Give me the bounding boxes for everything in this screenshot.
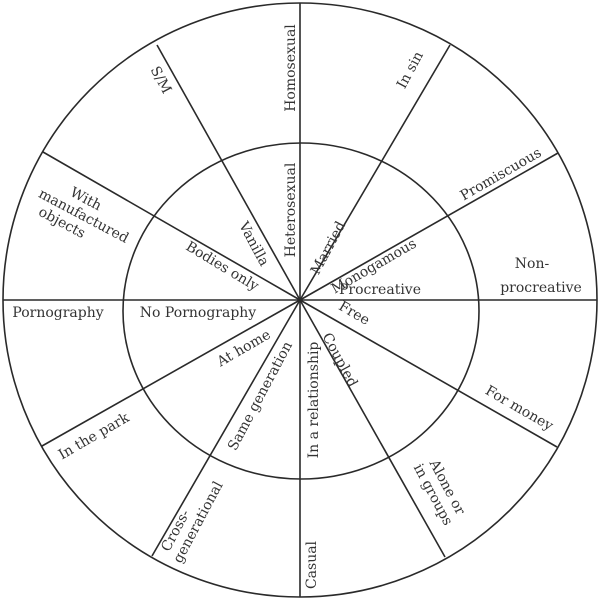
spoke [41,299,301,447]
label-alone-or-in-groups: Alone or in groups [410,456,468,528]
spoke [299,44,451,301]
label-promiscuous: Promiscuous [458,145,545,204]
inner-circle [122,142,480,480]
label-married: Married [308,219,349,278]
label-heterosexual: Heterosexual [283,162,299,257]
label-coupled: Coupled [319,330,361,390]
label-in-sin: In sin [394,49,427,92]
label-casual: Casual [304,540,320,589]
label-procreative: Procreative [339,282,421,298]
spoke [299,299,446,558]
spoke [42,151,301,301]
label-in-a-relationship: In a relationship [306,342,322,459]
label-homosexual: Homosexual [283,24,299,112]
label-non-procreative-line1: Non- [515,256,550,272]
spokes [3,3,597,597]
label-with-manufactured-objects: With manufactured objects [36,185,132,247]
label-pornography: Pornography [12,305,103,321]
spoke [156,44,301,301]
label-non-procreative-line2: procreative [500,280,582,296]
label-for-money: For money [482,383,555,435]
label-at-home: At home [214,327,274,371]
spoke [151,299,301,557]
label-in-the-park: In the park [56,410,133,464]
spoke [299,152,559,301]
label-cross-generational: Cross- generational [158,478,227,565]
spoke [299,299,558,448]
label-no-pornography: No Pornography [140,305,257,321]
label-vanilla: Vanilla [235,218,272,269]
